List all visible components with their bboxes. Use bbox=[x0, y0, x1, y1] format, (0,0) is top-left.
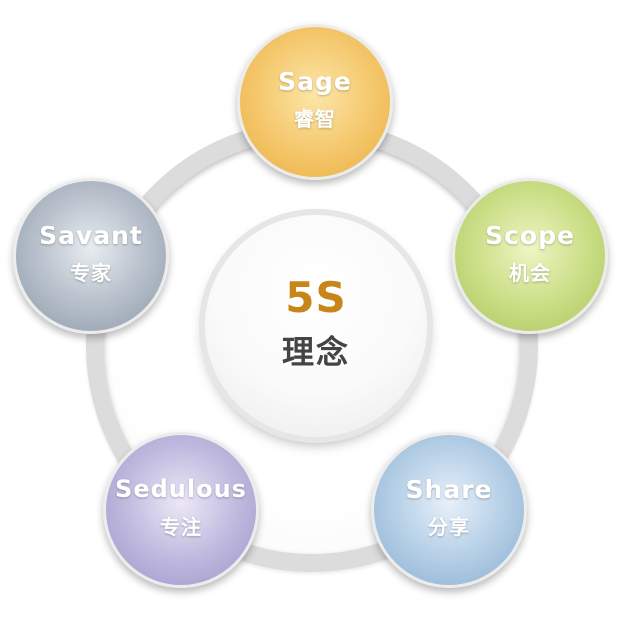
node-sedulous-sublabel: 专注 bbox=[160, 515, 202, 539]
node-scope-sublabel: 机会 bbox=[509, 261, 551, 285]
node-share-sublabel: 分享 bbox=[428, 515, 470, 539]
node-savant-label: Savant bbox=[39, 221, 143, 250]
center-circle: 5S 理念 bbox=[205, 215, 427, 437]
node-share-label: Share bbox=[405, 475, 493, 504]
node-scope: Scope 机会 bbox=[452, 178, 608, 334]
node-share: Share 分享 bbox=[371, 432, 527, 588]
center-subtitle: 理念 bbox=[281, 333, 350, 371]
node-sedulous: Sedulous 专注 bbox=[103, 432, 259, 588]
node-savant: Savant 专家 bbox=[13, 178, 169, 334]
node-sedulous-label: Sedulous bbox=[115, 475, 247, 503]
node-sage: Sage 睿智 bbox=[237, 24, 393, 180]
center-title: 5S bbox=[285, 273, 347, 322]
node-sage-sublabel: 睿智 bbox=[294, 107, 336, 131]
node-sage-label: Sage bbox=[278, 67, 352, 96]
node-scope-label: Scope bbox=[485, 221, 575, 250]
node-savant-sublabel: 专家 bbox=[70, 261, 112, 285]
